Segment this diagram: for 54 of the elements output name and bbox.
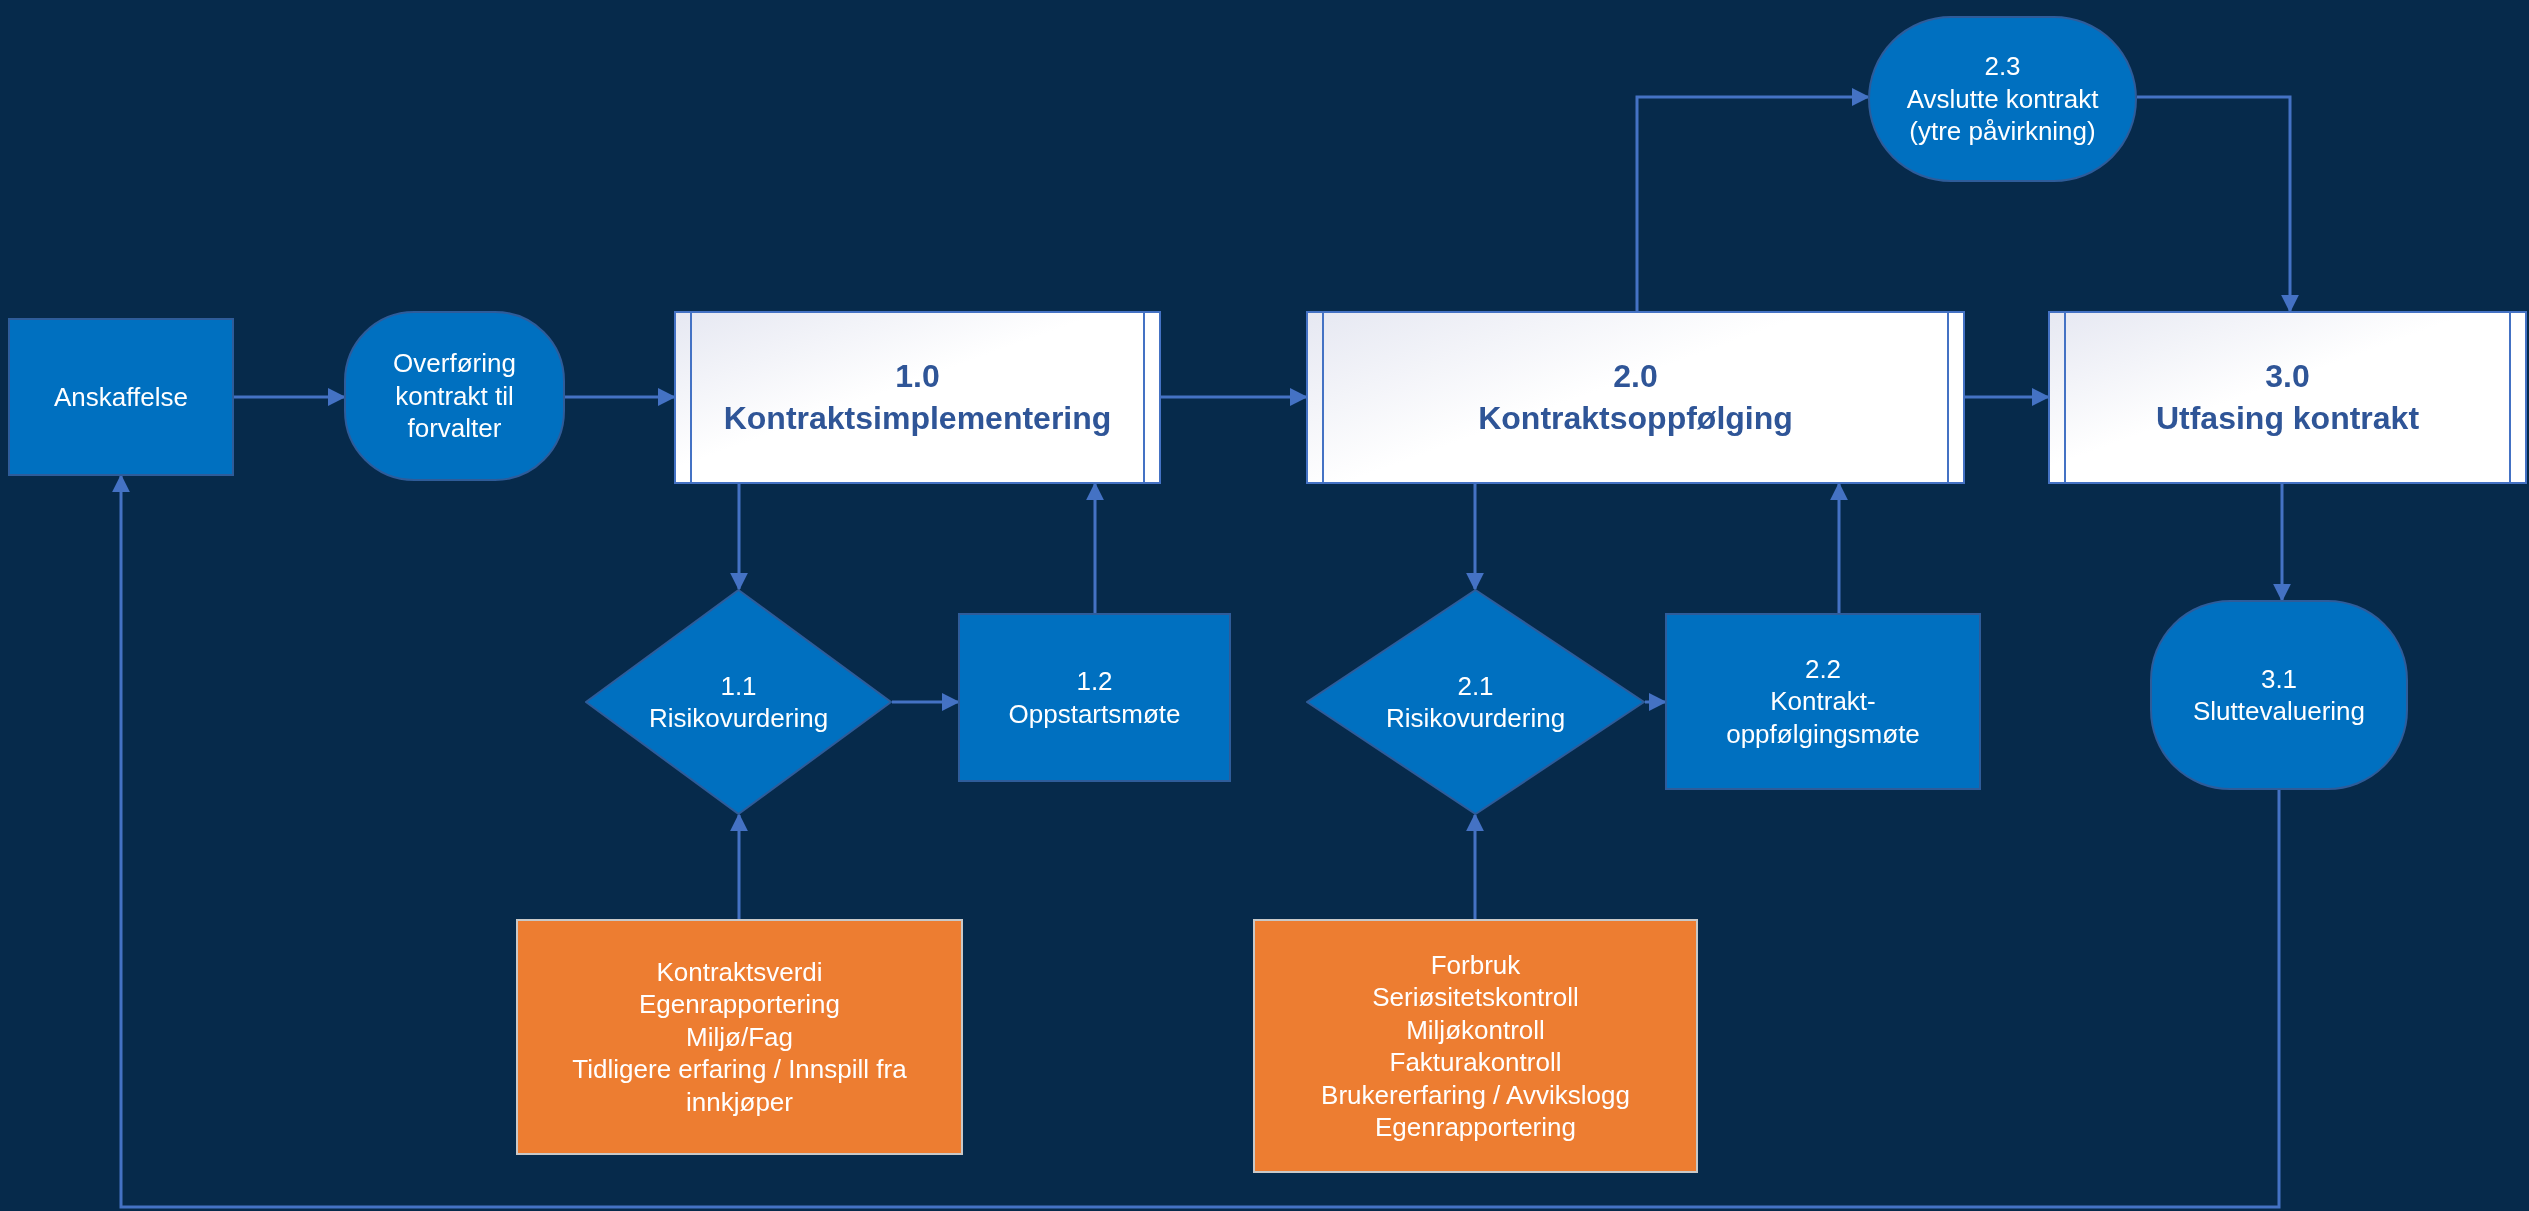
node-label: 2.1 (1457, 669, 1494, 702)
node-label: Utfasing kontrakt (2155, 398, 2420, 438)
arrow (1466, 484, 1484, 591)
node-label: Risikovurdering (648, 702, 829, 735)
node-label: Kontrakt-oppfølgingsmøte (1725, 685, 1921, 751)
arrow (1965, 388, 2050, 406)
node-label: Seriøsitetskontroll (1372, 981, 1579, 1014)
node-label: Anskaffelse (54, 380, 188, 414)
node-label: Brukererfaring / Avvikslogg (1321, 1078, 1630, 1111)
arrow (1466, 813, 1484, 919)
arrow (892, 693, 960, 711)
start-box (8, 318, 234, 476)
arrow (1161, 388, 1308, 406)
node-label: Sluttevaluering (2193, 695, 2365, 728)
node-label: Miljøkontroll (1406, 1013, 1545, 1046)
process-number: 3.0 (2265, 356, 2310, 396)
arrow (730, 813, 748, 919)
node-label: Kontraktsoppfølging (1478, 398, 1793, 438)
arrow (1086, 482, 1104, 613)
node-label: Egenrapportering (1375, 1111, 1576, 1144)
process-box (2048, 311, 2527, 484)
node-label: 2.2 (1804, 652, 1842, 686)
input-box (516, 919, 963, 1155)
process-box (674, 311, 1161, 484)
node-label: Fakturakontroll (1389, 1046, 1562, 1079)
arrow (234, 388, 346, 406)
arrow (1645, 693, 1667, 711)
arrow (2137, 95, 2299, 313)
arrow (112, 474, 2281, 1209)
node-label: Forbruk (1430, 948, 1521, 981)
node-label: Egenrapportering (639, 988, 840, 1021)
arrow (565, 388, 676, 406)
node-label: 2.3 (1984, 50, 2021, 83)
process-number: 1.0 (895, 356, 940, 396)
node-label: Overføring kontrakt til forvalter (392, 347, 517, 445)
node-label: 1.1 (720, 669, 757, 702)
input-box (1253, 919, 1698, 1173)
node-label: 3.1 (2260, 662, 2298, 695)
arrow (1635, 88, 1870, 311)
arrow (2273, 484, 2291, 602)
node-label: Oppstartsmøte (1008, 697, 1181, 730)
step-box (1665, 613, 1981, 790)
node-label: Risikovurdering (1385, 702, 1566, 735)
node-label: Avslutte kontrakt (ytre påvirkning) (1905, 82, 2100, 148)
node-label: Tidligere erfaring / Innspill fra innkjøper (571, 1053, 908, 1119)
node-label: Miljø/Fag (686, 1020, 793, 1054)
node-label: Kontraktsimplementering (723, 398, 1112, 438)
arrow (1830, 482, 1848, 613)
arrow (730, 484, 748, 591)
process-box (1306, 311, 1965, 484)
process-number: 2.0 (1613, 356, 1658, 396)
node-label: Kontraktsverdi (656, 955, 823, 989)
step-box (958, 613, 1231, 782)
node-label: 1.2 (1076, 665, 1113, 698)
